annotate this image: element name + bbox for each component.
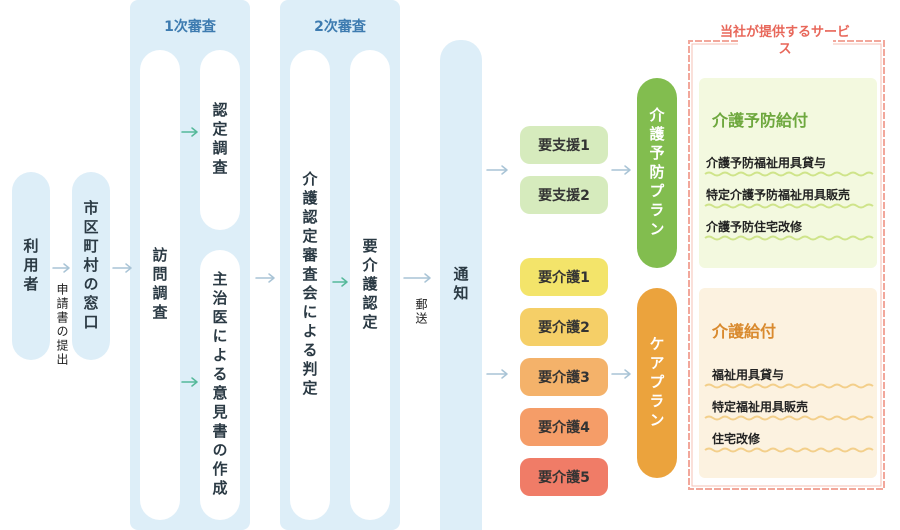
municipal-office-box: 市区町村の窓口	[72, 172, 110, 360]
care-level-4-label: 要介護4	[538, 420, 590, 436]
care-benefit-panel	[699, 288, 877, 478]
municipal-office-label: 市区町村の窓口	[81, 199, 100, 333]
arrow-support-to-prevention-plan	[611, 165, 631, 175]
care-level-5-box: 要介護5	[520, 458, 608, 496]
company-services-title-text: 当社が提供するサービス	[719, 25, 850, 57]
support-level-1-label: 要支援1	[538, 138, 590, 154]
arrow-second-review-to-notification	[403, 273, 431, 283]
committee-decision-label: 介護認定審査会による判定	[300, 171, 319, 399]
certification-survey-box: 認定調査	[200, 50, 240, 230]
care-plan-box: ケアプラン	[637, 288, 677, 478]
care-level-1-label: 要介護1	[538, 270, 590, 286]
company-services-title: 当社が提供するサービス	[718, 24, 852, 58]
care-level-2-label: 要介護2	[538, 320, 590, 336]
care-service-item-3: 住宅改修	[712, 432, 761, 446]
support-level-1-box: 要支援1	[520, 126, 608, 164]
committee-decision-box: 介護認定審査会による判定	[290, 50, 330, 520]
care-service-item-1: 福祉用具貸与	[712, 368, 785, 382]
care-level-1-box: 要介護1	[520, 258, 608, 296]
care-level-3-box: 要介護3	[520, 358, 608, 396]
care-level-4-box: 要介護4	[520, 408, 608, 446]
care-level-5-label: 要介護5	[538, 470, 590, 486]
prevention-plan-box: 介護予防プラン	[637, 78, 677, 268]
prevention-service-item-3: 介護予防住宅改修	[706, 220, 803, 234]
prevention-service-item-1: 介護予防福祉用具貸与	[706, 156, 827, 170]
second-review-title: 2次審査	[314, 19, 366, 35]
notification-box: 通知	[440, 40, 482, 530]
notification-label: 通知	[451, 266, 470, 304]
submission-label: 申請書の提出	[55, 283, 69, 367]
arrow-notification-to-care	[486, 369, 508, 379]
arrow-applicant-to-office	[52, 263, 70, 273]
certification-survey-label: 認定調査	[210, 102, 229, 178]
applicant-label: 利用者	[21, 237, 40, 295]
arrow-first-to-second-review	[255, 273, 275, 283]
doctor-opinion-label: 主治医による意見書の作成	[210, 271, 229, 499]
mail-label: 郵送	[414, 298, 428, 326]
support-level-2-label: 要支援2	[538, 188, 590, 204]
first-review-title: 1次審査	[164, 19, 216, 35]
applicant-box: 利用者	[12, 172, 50, 360]
care-certification-box: 要介護認定	[350, 50, 390, 520]
prevention-plan-label: 介護予防プラン	[647, 106, 666, 240]
prevention-service-item-2: 特定介護予防福祉用具販売	[706, 188, 851, 202]
arrow-care-to-care-plan	[611, 369, 631, 379]
prevention-benefit-title: 介護予防給付	[712, 111, 809, 130]
care-service-item-2: 特定福祉用具販売	[712, 400, 809, 414]
visit-survey-label: 訪問調査	[150, 247, 169, 323]
doctor-opinion-box: 主治医による意見書の作成	[200, 250, 240, 520]
care-certification-label: 要介護認定	[360, 237, 379, 333]
arrow-notification-to-support	[486, 165, 508, 175]
care-level-2-box: 要介護2	[520, 308, 608, 346]
support-level-2-box: 要支援2	[520, 176, 608, 214]
care-plan-label: ケアプラン	[647, 335, 666, 431]
visit-survey-box: 訪問調査	[140, 50, 180, 520]
arrow-office-to-first-review	[112, 263, 132, 273]
care-level-3-label: 要介護3	[538, 370, 590, 386]
care-benefit-title: 介護給付	[712, 322, 777, 341]
